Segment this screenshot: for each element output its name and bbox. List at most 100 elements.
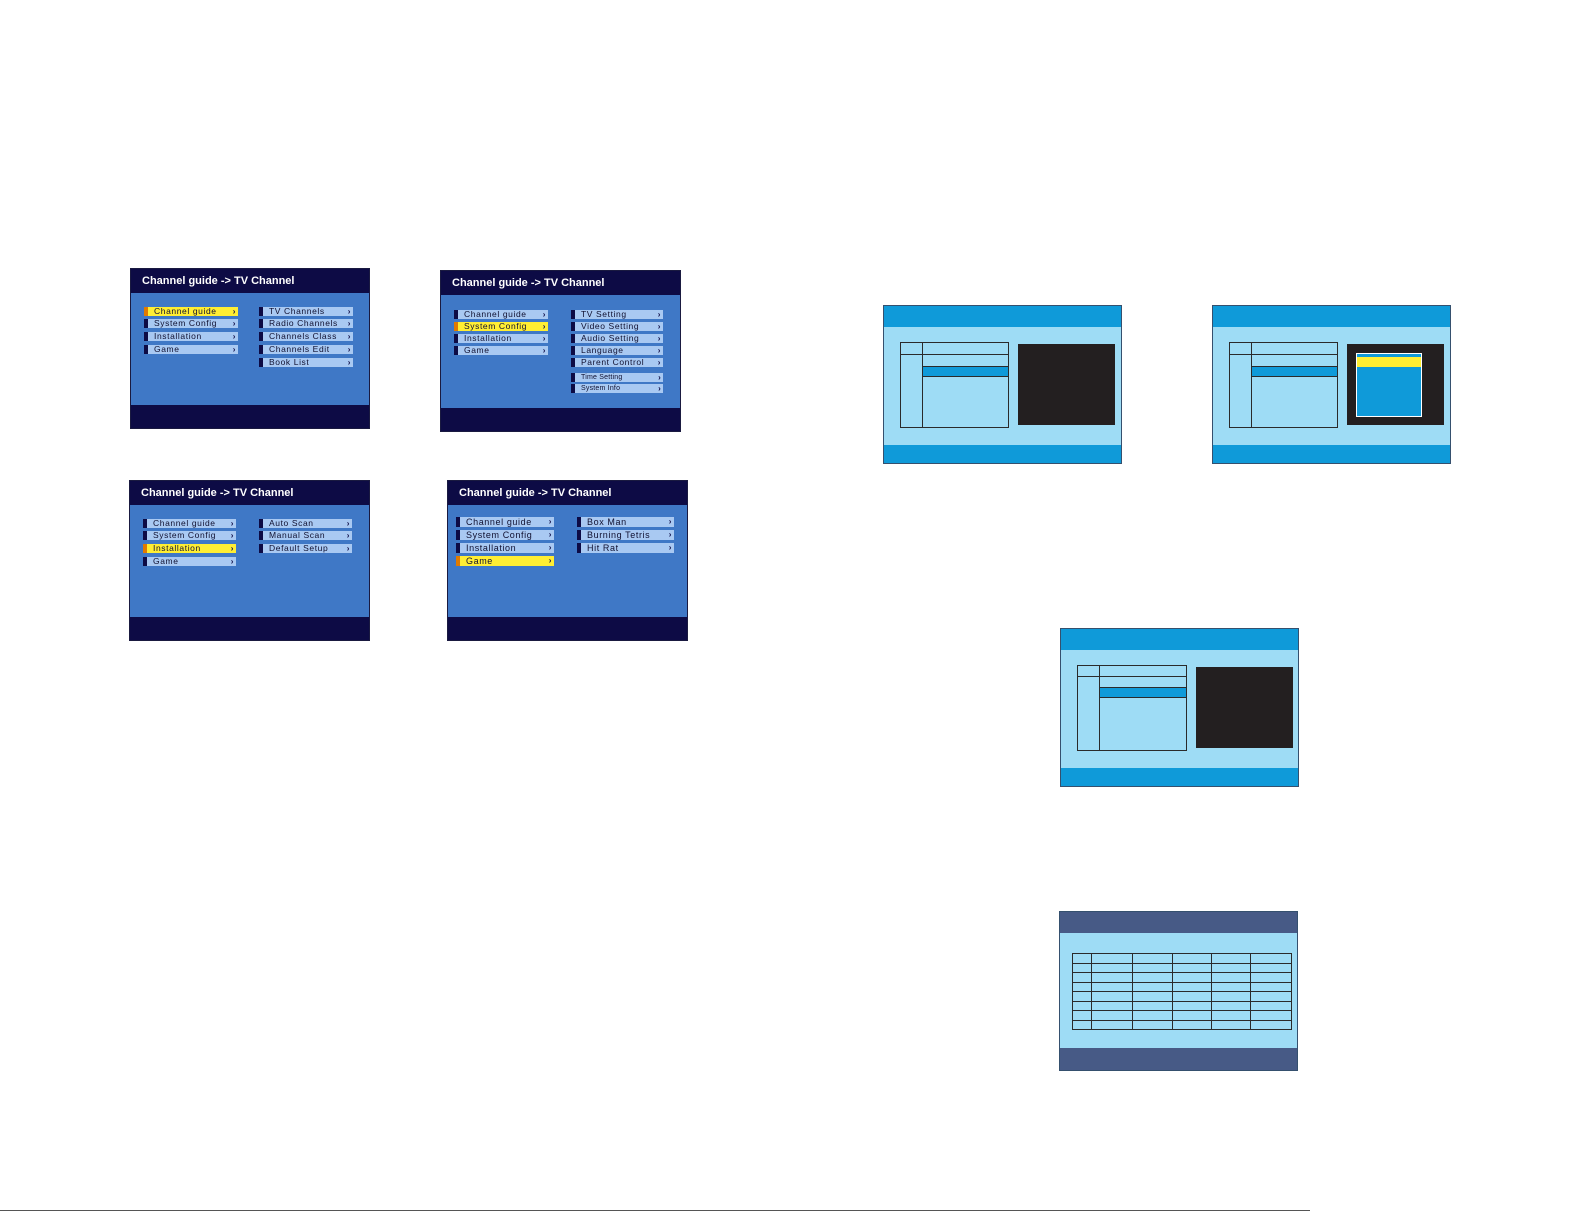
submenu-item-channels-edit[interactable]: Channels Edit›	[259, 345, 353, 354]
screen-footer-bar	[1213, 445, 1450, 463]
screen-footer	[131, 405, 369, 428]
list-row-line	[1252, 376, 1337, 377]
menu-item-channel-guide[interactable]: Channel guide›	[143, 519, 236, 528]
menu-item-installation[interactable]: Installation›	[144, 332, 238, 341]
submenu-item-book-list[interactable]: Book List›	[259, 358, 353, 367]
chevron-right-icon: ›	[346, 519, 350, 528]
submenu-item-language[interactable]: Language›	[571, 346, 663, 355]
menu-item-installation[interactable]: Installation›	[454, 334, 548, 343]
screen-header-bar	[1213, 306, 1450, 327]
channel-list-highlight[interactable]	[1252, 367, 1337, 376]
list-header-line	[1078, 676, 1186, 677]
chevron-right-icon: ›	[347, 345, 351, 354]
menu-item-system-config[interactable]: System Config›	[143, 531, 236, 540]
list-header-line	[901, 354, 1008, 355]
menu-item-channel-guide[interactable]: Channel guide›	[144, 307, 238, 316]
table-row-line	[1072, 981, 1292, 983]
screen-footer	[448, 617, 687, 640]
chevron-right-icon: ›	[657, 322, 661, 331]
menu-item-channel-guide[interactable]: Channel guide›	[456, 517, 554, 527]
chevron-right-icon: ›	[347, 319, 351, 328]
book-list-screen	[1059, 911, 1298, 1071]
chevron-right-icon: ›	[347, 358, 351, 367]
chevron-right-icon: ›	[548, 530, 552, 539]
submenu-item-auto-scan[interactable]: Auto Scan›	[259, 519, 352, 528]
list-divider	[922, 343, 923, 427]
chevron-right-icon: ›	[232, 307, 236, 316]
menu-screen-installation: Channel guide -> TV Channel Channel guid…	[129, 480, 370, 641]
chevron-right-icon: ›	[542, 346, 546, 355]
page-bottom-rule	[0, 1210, 1310, 1211]
screen-header-bar	[884, 306, 1121, 327]
submenu-item-hit-rat[interactable]: Hit Rat›	[577, 543, 674, 553]
list-row-line	[1100, 697, 1186, 698]
chevron-right-icon: ›	[230, 557, 234, 566]
submenu-item-video-setting[interactable]: Video Setting›	[571, 322, 663, 331]
channel-popup-screen	[1212, 305, 1451, 464]
channel-list-box	[900, 342, 1009, 428]
chevron-right-icon: ›	[230, 544, 234, 553]
submenu-item-box-man[interactable]: Box Man›	[577, 517, 674, 527]
screen-footer	[130, 617, 369, 640]
submenu-item-parent-control[interactable]: Parent Control›	[571, 358, 663, 367]
channel-list-box	[1229, 342, 1338, 428]
list-header-line	[1230, 354, 1337, 355]
table-row-line	[1072, 962, 1292, 964]
channel-list-highlight[interactable]	[1100, 688, 1186, 697]
chevron-right-icon: ›	[548, 517, 552, 526]
menu-item-channel-guide[interactable]: Channel guide›	[454, 310, 548, 319]
submenu-item-tv-setting[interactable]: TV Setting›	[571, 310, 663, 319]
menu-screen-channel-guide: Channel guide -> TV Channel Channel guid…	[130, 268, 370, 429]
submenu-item-tv-channels[interactable]: TV Channels›	[259, 307, 353, 316]
chevron-right-icon: ›	[232, 345, 236, 354]
chevron-right-icon: ›	[657, 346, 661, 355]
submenu-item-manual-scan[interactable]: Manual Scan›	[259, 531, 352, 540]
video-preview-window	[1018, 344, 1115, 425]
menu-item-game[interactable]: Game›	[454, 346, 548, 355]
channel-list-screen	[883, 305, 1122, 464]
chevron-right-icon: ›	[347, 332, 351, 341]
screen-title: Channel guide -> TV Channel	[130, 481, 369, 505]
channel-list-box	[1077, 665, 1187, 751]
screen-footer	[441, 408, 680, 431]
chevron-right-icon: ›	[232, 332, 236, 341]
menu-item-system-config[interactable]: System Config›	[456, 530, 554, 540]
menu-item-game[interactable]: Game›	[143, 557, 236, 566]
chevron-right-icon: ›	[657, 310, 661, 319]
chevron-right-icon: ›	[658, 384, 661, 393]
table-row-line	[1072, 972, 1292, 973]
menu-item-system-config[interactable]: System Config›	[144, 319, 238, 328]
chevron-right-icon: ›	[542, 310, 546, 319]
submenu-item-default-setup[interactable]: Default Setup›	[259, 544, 352, 553]
popup-selected-item[interactable]	[1357, 357, 1421, 367]
chevron-right-icon: ›	[657, 334, 661, 343]
chevron-right-icon: ›	[230, 519, 234, 528]
table-row-line	[1072, 1000, 1292, 1002]
submenu-item-time-setting[interactable]: Time Setting›	[571, 373, 663, 382]
menu-item-game[interactable]: Game›	[144, 345, 238, 354]
menu-item-game[interactable]: Game›	[456, 556, 554, 566]
submenu-item-radio-channels[interactable]: Radio Channels›	[259, 319, 353, 328]
table-row-line	[1072, 991, 1292, 992]
menu-item-installation[interactable]: Installation›	[143, 544, 236, 553]
chevron-right-icon: ›	[542, 334, 546, 343]
submenu-item-audio-setting[interactable]: Audio Setting›	[571, 334, 663, 343]
submenu-item-channels-class[interactable]: Channels Class›	[259, 332, 353, 341]
submenu-item-burning-tetris[interactable]: Burning Tetris›	[577, 530, 674, 540]
chevron-right-icon: ›	[230, 531, 234, 540]
menu-item-system-config[interactable]: System Config›	[454, 322, 548, 331]
chevron-right-icon: ›	[542, 322, 546, 331]
submenu-item-system-info[interactable]: System Info›	[571, 384, 663, 393]
screen-header-bar	[1061, 629, 1298, 650]
chevron-right-icon: ›	[668, 543, 672, 552]
menu-screen-system-config: Channel guide -> TV Channel Channel guid…	[440, 270, 681, 432]
channel-edit-screen	[1060, 628, 1299, 787]
chevron-right-icon: ›	[668, 530, 672, 539]
list-row-line	[1100, 687, 1186, 688]
screen-footer-bar	[884, 445, 1121, 463]
channel-list-highlight[interactable]	[923, 367, 1008, 376]
menu-item-installation[interactable]: Installation›	[456, 543, 554, 553]
list-divider	[1251, 343, 1252, 427]
table-row-line	[1072, 1019, 1292, 1021]
screen-title: Channel guide -> TV Channel	[448, 481, 687, 505]
